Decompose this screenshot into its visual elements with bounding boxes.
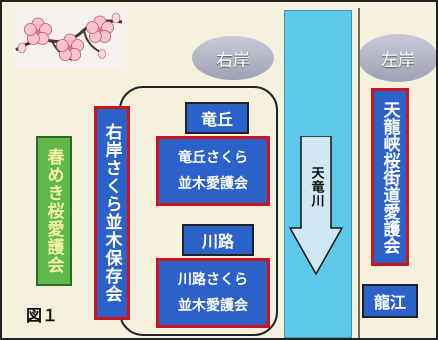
left-bank-label: 左岸: [358, 34, 436, 82]
right-bank-text: 右岸: [216, 50, 250, 71]
tatsuoka-group-text: 竜丘さくら 並木愛護会: [178, 150, 248, 192]
river-arrow-icon: [288, 135, 344, 276]
ryuko-text: 龍江: [373, 293, 406, 312]
kawaji-label: 川路: [182, 224, 254, 256]
tenryukyo-sakura-road-group: 天龍峡桜街道愛護会: [371, 88, 409, 266]
bank-divider: [358, 8, 360, 338]
left-bank-text: 左岸: [381, 50, 415, 71]
figure-label: 図１: [26, 302, 58, 326]
right-bank-label: 右岸: [192, 36, 274, 80]
ryuko-label: 龍江: [362, 284, 418, 318]
tatsuoka-sakura-group: 竜丘さくら 並木愛護会: [156, 136, 270, 206]
right-bank-group-text: 右岸さくら並木保存会: [101, 123, 122, 303]
harumeki-sakura-group: 春めき桜愛護会: [36, 136, 72, 286]
figure-label-text: 図１: [26, 306, 59, 325]
right-bank-sakura-preservation-group: 右岸さくら並木保存会: [94, 106, 130, 320]
kawaji-text: 川路: [201, 232, 234, 251]
tenryukyo-text: 天龍峡桜街道愛護会: [379, 100, 400, 254]
kawaji-group-text: 川路さくら 並木愛護会: [178, 272, 248, 314]
river-text: 天竜川: [308, 166, 324, 208]
river-label: 天竜川: [302, 148, 330, 226]
tatsuoka-text: 竜丘: [200, 110, 233, 129]
cherry-blossom-icon: [14, 8, 126, 68]
tatsuoka-label: 竜丘: [185, 102, 249, 134]
harumeki-text: 春めき桜愛護会: [43, 148, 64, 274]
kawaji-sakura-group: 川路さくら 並木愛護会: [156, 258, 270, 328]
